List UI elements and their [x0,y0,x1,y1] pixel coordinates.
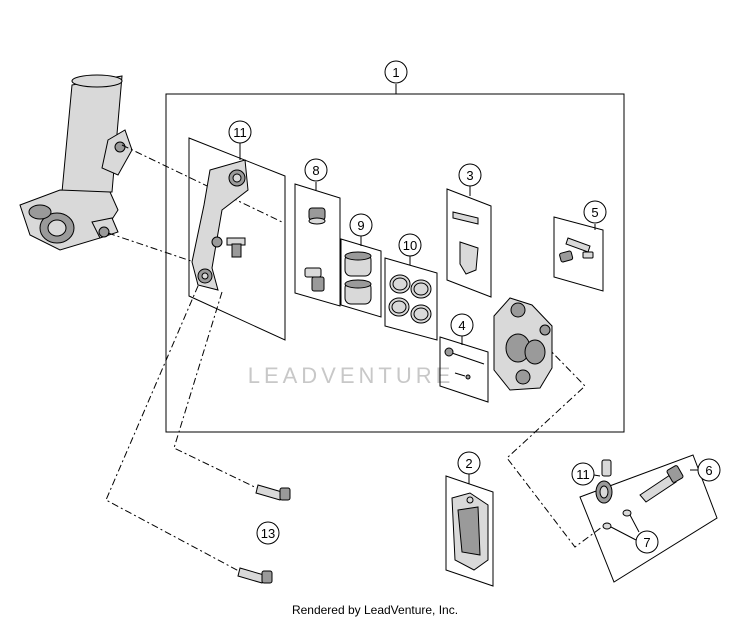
caliper-bracket [191,159,249,291]
watermark: LEADVENTURE [248,363,455,388]
callout-4: 4 [450,313,474,337]
bleeder-screw [559,237,594,263]
dash-line-lower [107,232,207,267]
svg-text:7: 7 [643,535,650,550]
guide-pins [444,347,485,380]
pad-panel [445,475,494,587]
callout-13: 13 [256,521,280,545]
pin-panel [439,336,489,403]
leader-11 [593,474,601,477]
callout-1: 1 [384,60,408,84]
piston-seal-panel [294,183,341,307]
hose-panel [579,454,718,583]
svg-text:1: 1 [392,65,399,80]
bracket-panel [188,137,286,341]
spring-panel [446,188,492,298]
mounting-bolts [237,484,291,584]
callout-5: 5 [583,200,607,224]
leader-7a [610,526,637,541]
caliper-body [493,297,553,391]
callout-6: 6 [697,458,721,482]
callout-2: 2 [457,451,481,475]
dash-line-upper [121,144,283,223]
brake-pads [451,492,489,571]
svg-text:11: 11 [233,125,247,140]
callout-9: 9 [349,213,373,237]
dash-line-bolt-upper [173,291,266,493]
fork-leg [19,74,133,251]
svg-text:6: 6 [705,463,712,478]
bleeder-panel [553,216,604,292]
leader-7b [629,514,640,533]
svg-text:9: 9 [357,218,364,233]
svg-text:13: 13 [261,526,275,541]
banjo-parts [595,459,684,530]
seals [388,274,432,324]
svg-text:11: 11 [576,467,590,482]
svg-text:5: 5 [591,205,598,220]
seal-panel [384,257,438,341]
footer-credit: Rendered by LeadVenture, Inc. [291,603,459,617]
svg-text:2: 2 [465,456,472,471]
kit-frame [165,93,625,433]
callout-10: 10 [398,233,422,257]
callout-12: 11 [228,120,252,144]
pad-springs [452,211,479,275]
callout-8: 8 [304,158,328,182]
pistons [344,251,372,305]
callout-3: 3 [458,163,482,187]
dash-line-bolt-lower [105,271,251,578]
dash-line-hose [506,344,603,548]
callout-11: 11 [571,462,595,486]
svg-text:4: 4 [458,318,465,333]
svg-text:8: 8 [312,163,319,178]
callout-7: 7 [635,530,659,554]
svg-text:10: 10 [403,238,417,253]
svg-text:3: 3 [466,168,473,183]
piston-panel [340,238,382,318]
bleeder-parts [304,207,326,292]
